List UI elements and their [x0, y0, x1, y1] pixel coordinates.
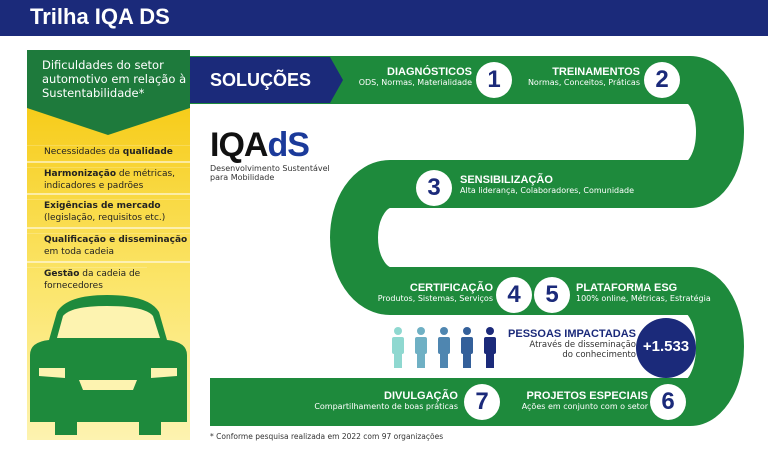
people-icons	[392, 327, 496, 368]
solutions-arrow	[190, 57, 343, 103]
person-icon	[438, 327, 450, 368]
impact-value: +1.533	[642, 338, 690, 355]
step-number-2: 2	[644, 62, 680, 98]
step-number-3: 3	[416, 170, 452, 206]
chevron-header	[27, 50, 190, 135]
impact-text: PESSOAS IMPACTADAS Através de disseminaç…	[508, 328, 636, 360]
iqa-ds-logo: IQAdS Desenvolvimento Sustentável para M…	[210, 126, 330, 182]
difficulty-item: Gestão da cadeia de fornecedores	[27, 267, 147, 292]
logo-tagline: Desenvolvimento Sustentável	[210, 164, 330, 173]
step-number-5: 5	[534, 277, 570, 313]
step-number-6: 6	[650, 384, 686, 420]
step-number-7: 7	[464, 384, 500, 420]
road-path	[190, 56, 744, 426]
difficulty-item: Exigências de mercado (legislação, requi…	[27, 199, 190, 224]
difficulty-item: Necessidades da qualidade	[27, 145, 190, 158]
difficulty-item: Qualificação e disseminação em toda cade…	[27, 233, 190, 258]
logo-tagline: para Mobilidade	[210, 173, 275, 182]
solutions-label: SOLUÇÕES	[210, 70, 312, 90]
person-icon	[415, 327, 427, 368]
panel-title: Dificuldades do setor automotivo em rela…	[42, 58, 187, 100]
step-number-4: 4	[496, 277, 532, 313]
difficulty-item: Harmonização de métricas, indicadores e …	[27, 167, 190, 192]
person-icon	[392, 327, 404, 368]
step-number-1: 1	[476, 62, 512, 98]
page-title: Trilha IQA DS	[0, 0, 768, 36]
impact-badge	[636, 318, 696, 378]
person-icon	[461, 327, 473, 368]
panel-graphics	[27, 50, 190, 435]
person-icon	[484, 327, 496, 368]
footnote: * Conforme pesquisa realizada em 2022 co…	[210, 432, 444, 441]
difficulties-panel: Dificuldades do setor automotivo em rela…	[27, 50, 190, 440]
